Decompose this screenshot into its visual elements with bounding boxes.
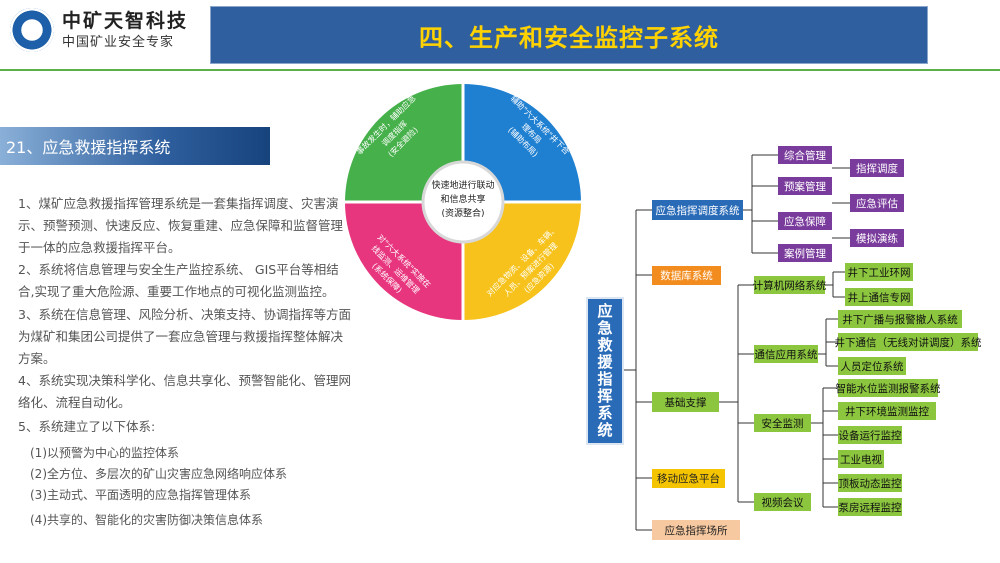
node-emergency-evaluation: 应急评估 xyxy=(850,194,904,212)
section-title-band: 21、应急救援指挥系统 xyxy=(0,127,270,165)
node-equipment-monitoring: 设备运行监控 xyxy=(838,426,902,444)
slide-title-bar: 四、生产和安全监控子系统 xyxy=(210,6,928,64)
node-surface-private-network: 井上通信专网 xyxy=(845,288,913,306)
wheel-quadrant-blue xyxy=(463,84,581,202)
node-database-system: 数据库系统 xyxy=(652,266,721,285)
node-plan-management: 预案管理 xyxy=(778,177,832,195)
node-video-conference: 视频会议 xyxy=(754,493,811,511)
node-wireless-intercom-system: 井下通信（无线对讲调度）系统 xyxy=(835,333,982,351)
section-title: 21、应急救援指挥系统 xyxy=(6,138,171,157)
wheel-quadrant-yellow xyxy=(463,202,581,320)
wheel-center-line-1: 快速地进行联动 xyxy=(431,179,494,191)
node-environment-monitoring: 井下环境监测监控 xyxy=(838,402,936,420)
wheel-diagram: 快速地进行联动 和信息共享 (资源整合) 辅助"六大系统"井下合 理布局 (辅助… xyxy=(345,84,581,320)
node-mobile-platform: 移动应急平台 xyxy=(652,469,725,488)
wheel-center-line-3: (资源整合) xyxy=(441,207,484,219)
node-command-dispatch: 指挥调度 xyxy=(850,159,904,177)
company-logo xyxy=(10,8,54,52)
paragraph-1: 1、煤矿应急救援指挥管理系统是一套集指挥调度、灾害演示、预警预测、快速反应、恢复… xyxy=(18,196,344,255)
subitem-1: (1)以预警为中心的监控体系 xyxy=(30,446,179,460)
subitem-3: (3)主动式、平面透明的应急指挥管理体系 xyxy=(30,488,251,502)
paragraph-4: 4、系统实现决策科学化、信息共享化、预警智能化、管理网络化、流程自动化。 xyxy=(18,373,351,410)
node-computer-network: 计算机网络系统 xyxy=(753,276,826,294)
company-name: 中矿天智科技 xyxy=(62,10,189,32)
node-water-level-alarm: 智能水位监测报警系统 xyxy=(836,379,941,397)
node-communication-app: 通信应用系统 xyxy=(754,345,818,363)
node-pump-room-monitoring: 泵房远程监控 xyxy=(838,498,902,516)
company-slogan: 中国矿业安全专家 xyxy=(62,35,175,50)
node-emergency-support: 应急保障 xyxy=(778,212,832,230)
paragraph-3: 3、系统在信息管理、风险分析、决策支持、协调指挥等方面为煤矿和集团公司提供了一套… xyxy=(18,307,351,366)
paragraph-2: 2、系统将信息管理与安全生产监控系统、 GIS平台等相结合,实现了重大危险源、重… xyxy=(18,262,339,299)
paragraph-5: 5、系统建立了以下体系: xyxy=(18,419,156,434)
node-safety-monitoring: 安全监测 xyxy=(754,414,811,432)
node-industrial-tv: 工业电视 xyxy=(838,450,884,468)
header-divider xyxy=(0,69,1000,71)
tree-root: 应急救援指挥系统 xyxy=(586,297,624,445)
node-underground-ring-network: 井下工业环网 xyxy=(845,263,913,281)
node-personnel-positioning: 人员定位系统 xyxy=(838,357,906,375)
wheel-center-line-2: 和信息共享 xyxy=(440,193,485,205)
wheel-quadrant-pink xyxy=(345,202,463,320)
wheel-quadrant-green xyxy=(345,84,463,202)
node-general-management: 综合管理 xyxy=(778,146,832,164)
subitem-4: (4)共享的、智能化的灾害防御决策信息体系 xyxy=(30,513,263,527)
slide-title: 四、生产和安全监控子系统 xyxy=(419,22,719,52)
wheel-center xyxy=(421,160,505,244)
node-infrastructure: 基础支撑 xyxy=(652,392,719,412)
node-broadcast-alarm-system: 井下广播与报警撤人系统 xyxy=(838,310,962,328)
subitem-2: (2)全方位、多层次的矿山灾害应急网络响应体系 xyxy=(30,467,287,481)
node-roof-dynamic-monitoring: 顶板动态监控 xyxy=(838,474,902,492)
node-simulation-drill: 模拟演练 xyxy=(850,229,904,247)
node-dispatch-system: 应急指挥调度系统 xyxy=(652,200,743,220)
node-command-site: 应急指挥场所 xyxy=(652,520,740,540)
node-case-management: 案例管理 xyxy=(778,244,832,262)
